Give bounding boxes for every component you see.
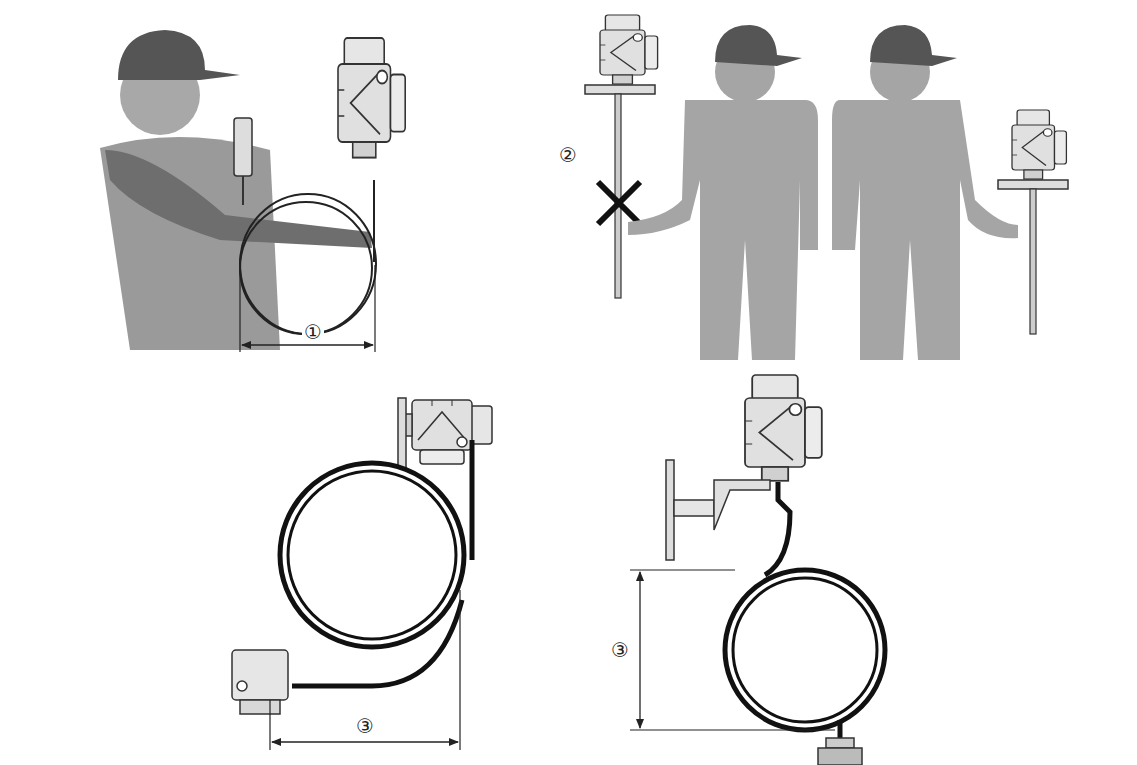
- panel-coil-by-hand: [100, 30, 405, 352]
- callout-number: ①: [302, 321, 324, 343]
- callout-number: ③: [609, 639, 631, 661]
- callout-number: ②: [557, 144, 579, 166]
- panel-cable-coil-vertical: [630, 375, 885, 765]
- panel-cable-coil-horizontal: [232, 398, 492, 750]
- panel-hold-by-housing: [585, 15, 1068, 360]
- callout-number: ③: [354, 715, 376, 737]
